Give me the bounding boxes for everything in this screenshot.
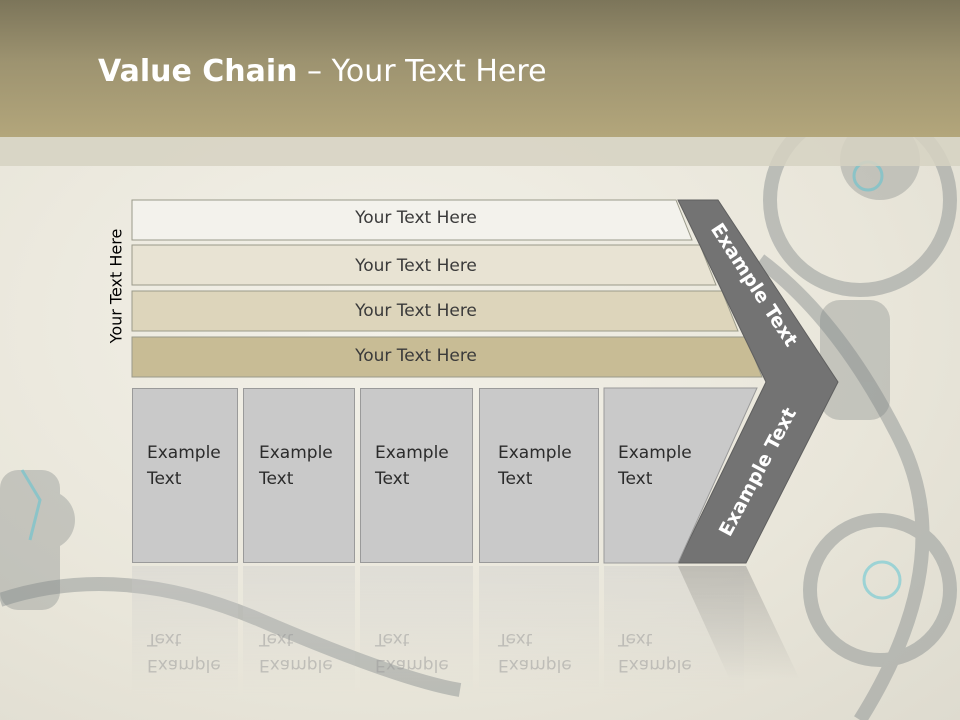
cell-3 [360, 388, 473, 563]
cell-3-line1: Example [375, 443, 449, 463]
arrow-lower-text: Example Text [714, 404, 802, 540]
cell-4-line2: Text [498, 469, 533, 489]
chevron-arrow [677, 199, 839, 564]
side-label: Your Text Here [106, 228, 126, 344]
cell-4-refl-line1: Example [498, 655, 572, 675]
cell-4-refl-line2: Text [498, 629, 533, 649]
cell-5-refl-line1: Example [618, 655, 692, 675]
cell-1-reflection-text: Example Text [147, 626, 221, 678]
cell-2-line2: Text [259, 469, 294, 489]
cell-2-line1: Example [259, 443, 333, 463]
cell-1-line1: Example [147, 443, 221, 463]
cell-5-refl-line2: Text [618, 629, 653, 649]
title-rest: – Your Text Here [297, 54, 547, 89]
header-bar [0, 0, 960, 137]
header-strip [0, 137, 960, 166]
cell-3-refl-line2: Text [375, 629, 410, 649]
cell-4-reflection-text: Example Text [498, 626, 572, 678]
arrow-reflection [678, 566, 800, 680]
arrow-upper-text: Example Text [706, 219, 802, 351]
cell-2-reflection-text: Example Text [259, 626, 333, 678]
cell-3-refl-line1: Example [375, 655, 449, 675]
band-3-text: Your Text Here [355, 301, 477, 321]
slide-title: Value Chain – Your Text Here [98, 54, 547, 89]
title-bold: Value Chain [98, 54, 298, 89]
band-2-text: Your Text Here [355, 256, 477, 276]
cell-1-refl-line2: Text [147, 629, 182, 649]
cell-2-refl-line1: Example [259, 655, 333, 675]
cell-5-reflection-text: Example Text [618, 626, 692, 678]
cell-5-line1: Example [618, 443, 692, 463]
cell-1-line2: Text [147, 469, 182, 489]
band-1-text: Your Text Here [355, 208, 477, 228]
cell-5-line2: Text [618, 469, 653, 489]
cell-3-reflection-text: Example Text [375, 626, 449, 678]
cell-1 [132, 388, 238, 563]
cell-4-line1: Example [498, 443, 572, 463]
cell-3-line2: Text [375, 469, 410, 489]
cell-4 [479, 388, 599, 563]
cell-1-refl-line1: Example [147, 655, 221, 675]
band-4-text: Your Text Here [355, 346, 477, 366]
cell-2-refl-line2: Text [259, 629, 294, 649]
cell-2 [243, 388, 355, 563]
